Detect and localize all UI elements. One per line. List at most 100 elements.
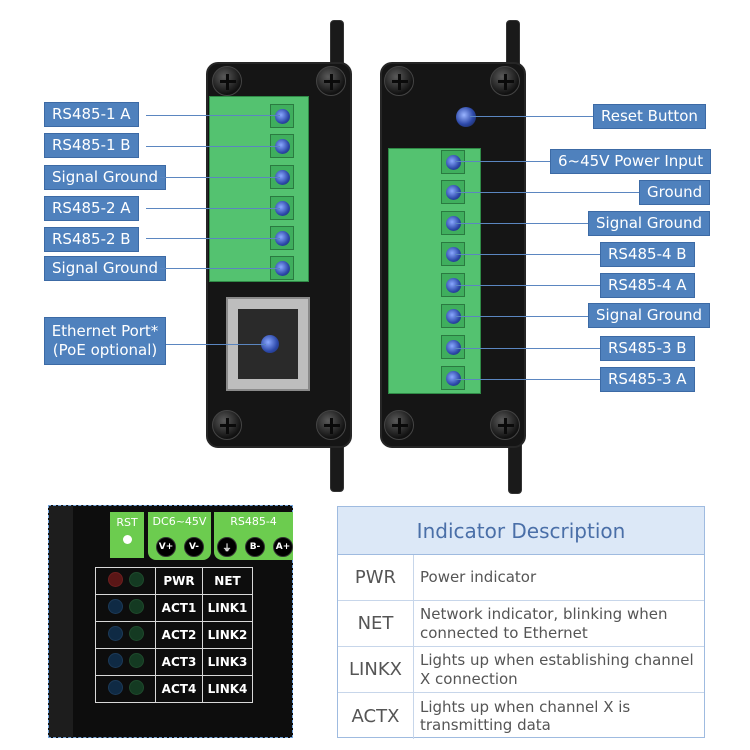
rst-label-area: RST <box>110 512 144 558</box>
led-label: ACT3 <box>155 648 203 676</box>
rs485-4-panel-label: RS485-4 <box>230 515 277 528</box>
callout-rs485-4-a: RS485-4 A <box>600 273 695 298</box>
led-label: ACT2 <box>155 621 203 649</box>
callout-rs485-2-a: RS485-2 A <box>44 196 139 221</box>
callout-ground: Ground <box>639 180 711 205</box>
leader-line <box>160 268 280 269</box>
callout-rs485-3-b: RS485-3 B <box>600 336 695 361</box>
led-pair <box>95 675 156 703</box>
indicator-key: PWR <box>338 555 414 600</box>
callout-reset-button: Reset Button <box>593 104 706 129</box>
led-row: ACT3 LINK3 <box>95 648 253 676</box>
callout-rs485-1-a: RS485-1 A <box>44 102 139 127</box>
indicator-row-actx: ACTX Lights up when channel X is transmi… <box>338 693 704 739</box>
led-icon <box>128 599 144 614</box>
callout-signal-ground-3: Signal Ground <box>588 211 711 236</box>
leader-line <box>166 344 266 345</box>
callout-signal-ground-1: Signal Ground <box>44 165 167 190</box>
leader-line <box>455 285 600 286</box>
led-pair <box>95 621 156 649</box>
screw-icon <box>384 66 414 96</box>
callout-rs485-1-b: RS485-1 B <box>44 133 139 158</box>
callout-ethernet-port: Ethernet Port* (PoE optional) <box>44 317 166 365</box>
indicator-key: NET <box>338 601 414 646</box>
led-icon <box>128 626 144 641</box>
leader-line <box>455 316 588 317</box>
leader-line <box>146 208 280 209</box>
leader-line <box>146 238 280 239</box>
led-icon <box>128 653 144 668</box>
ethernet-callout-line1: Ethernet Port* <box>51 322 159 340</box>
screw-icon <box>316 410 346 440</box>
power-label: DC6~45V <box>152 515 207 528</box>
rst-button-icon <box>122 535 132 544</box>
panel-edge <box>49 506 73 737</box>
led-pair <box>95 648 156 676</box>
led-icon <box>107 572 123 587</box>
screw-icon <box>316 66 346 96</box>
callout-signal-ground-2: Signal Ground <box>44 256 167 281</box>
a-plus-terminal: A+ <box>273 537 293 557</box>
led-label: NET <box>202 567 253 595</box>
ethernet-port-marker-icon <box>261 335 279 353</box>
leader-line <box>146 146 280 147</box>
led-row: ACT2 LINK2 <box>95 621 253 649</box>
v-minus-terminal: V- <box>184 537 204 557</box>
leader-line <box>470 116 593 117</box>
led-row: ACT4 LINK4 <box>95 675 253 703</box>
callout-power-input: 6~45V Power Input <box>550 149 712 174</box>
led-row: ACT1 LINK1 <box>95 594 253 622</box>
led-label: LINK2 <box>202 621 253 649</box>
led-icon <box>107 653 123 668</box>
ethernet-callout-line2: (PoE optional) <box>52 340 158 359</box>
indicator-row-net: NET Network indicator, blinking when con… <box>338 601 704 647</box>
screw-icon <box>384 410 414 440</box>
leader-line <box>455 379 600 380</box>
led-label: LINK1 <box>202 594 253 622</box>
indicator-desc: Power indicator <box>420 568 537 587</box>
indicator-desc: Lights up when channel X is transmitting… <box>420 697 631 734</box>
terminal-screw-icon <box>441 335 465 359</box>
leader-line <box>160 177 280 178</box>
led-label: ACT4 <box>155 675 203 703</box>
callout-rs485-3-a: RS485-3 A <box>600 367 695 392</box>
terminal-screw-icon <box>441 366 465 390</box>
leader-line <box>455 192 639 193</box>
leader-line <box>455 223 588 224</box>
led-pair <box>95 594 156 622</box>
indicator-table-title: Indicator Description <box>338 507 704 555</box>
led-icon <box>107 599 123 614</box>
indicator-desc: Lights up when establishing channel X co… <box>420 651 694 688</box>
callout-rs485-4-b: RS485-4 B <box>600 242 695 267</box>
indicator-key: LINKX <box>338 647 414 692</box>
reset-button-icon <box>456 107 476 127</box>
indicator-desc: Network indicator, blinking when connect… <box>420 605 668 642</box>
b-minus-terminal: B- <box>245 537 265 557</box>
indicator-key: ACTX <box>338 693 414 739</box>
led-icon <box>128 680 144 695</box>
leader-line <box>146 115 280 116</box>
led-label: ACT1 <box>155 594 203 622</box>
led-row: PWR NET <box>95 567 253 595</box>
led-label: LINK3 <box>202 648 253 676</box>
led-label: LINK4 <box>202 675 253 703</box>
screw-icon <box>490 410 520 440</box>
v-plus-terminal: V+ <box>156 537 176 557</box>
screw-icon <box>212 410 242 440</box>
screw-icon <box>212 66 242 96</box>
led-icon <box>107 680 123 695</box>
right-mounting-bracket-bottom <box>508 440 522 494</box>
right-terminal-block <box>388 148 481 394</box>
leader-line <box>455 161 550 162</box>
leader-line <box>455 254 600 255</box>
led-label-table: PWR NET ACT1 LINK1 ACT2 LINK2 ACT3 LINK3… <box>95 567 253 703</box>
ground-terminal-icon: ⏚ <box>217 537 237 557</box>
callout-rs485-2-b: RS485-2 B <box>44 227 139 252</box>
terminal-screw-icon <box>441 150 465 174</box>
screw-icon <box>490 66 520 96</box>
led-icon <box>128 572 144 587</box>
left-terminal-block <box>209 96 309 282</box>
indicator-row-linkx: LINKX Lights up when establishing channe… <box>338 647 704 693</box>
callout-signal-ground-4: Signal Ground <box>588 303 711 328</box>
led-pair <box>95 567 156 595</box>
